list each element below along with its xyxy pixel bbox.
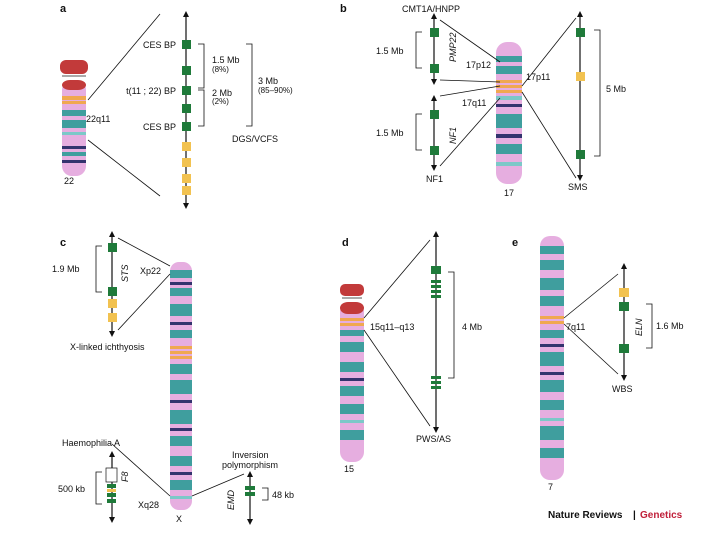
- lcr-green-block: [430, 146, 439, 155]
- panel-e-letter: e: [512, 237, 518, 249]
- dist-3mb: 3 Mb: [258, 76, 278, 86]
- gene-nf1: NF1: [448, 127, 458, 144]
- band-xq28: Xq28: [138, 500, 159, 510]
- dist-1-6mb: 1.6 Mb: [656, 321, 684, 331]
- gene-sts: STS: [120, 264, 130, 282]
- lcr-green-block: [576, 150, 585, 159]
- band-xp22: Xp22: [140, 266, 161, 276]
- inversion-label: Inversion: [232, 450, 269, 460]
- lcr-yellow-block: [182, 174, 191, 183]
- dist-emd: 48 kb: [272, 490, 294, 500]
- band-22q11: 22q11: [86, 114, 110, 124]
- chromosome-x: [170, 262, 192, 510]
- lcr-yellow-block: [182, 158, 191, 167]
- bracket-1-5mb: [198, 43, 205, 89]
- panel-a-blocks: [182, 40, 191, 195]
- band-17p11: 17p11: [526, 72, 550, 82]
- mark-ces-bp-bottom: CES BP: [143, 122, 176, 132]
- pws-as-label: PWS/AS: [416, 434, 451, 444]
- panel-e: e 7q11 7 1.6 Mb: [512, 236, 684, 492]
- lcr-yellow-block: [108, 313, 117, 322]
- wbs-label: WBS: [612, 384, 633, 394]
- polymorphism-label: polymorphism: [222, 460, 278, 470]
- mark-ces-bp-top: CES BP: [143, 40, 176, 50]
- credit-section: Genetics: [640, 510, 683, 521]
- bracket-3mb: [246, 43, 253, 127]
- panel-b-letter: b: [340, 3, 347, 15]
- syndrome-dgs-vcfs: DGS/VCFS: [232, 134, 278, 144]
- dist-4mb: 4 Mb: [462, 322, 482, 332]
- lcr-green-block: [431, 266, 441, 274]
- panel-d-letter: d: [342, 237, 349, 249]
- sms-label: SMS: [568, 182, 588, 192]
- chromosome-15-label: 15: [344, 464, 354, 474]
- panel-b: b CMT1A/HNPP 1.5 Mb PMP22 1.5 Mb NF1 NF1: [340, 3, 626, 198]
- band-17p12: 17p12: [466, 60, 491, 70]
- lcr-green-block: [576, 28, 585, 37]
- chromosome-17: [496, 42, 522, 184]
- dist-pmp22: 1.5 Mb: [376, 46, 404, 56]
- gene-pmp22: PMP22: [448, 32, 458, 62]
- chromosome-7-label: 7: [548, 482, 553, 492]
- band-7q11: 7q11: [566, 322, 585, 332]
- lcr-green-block: [619, 344, 629, 353]
- chromosome-x-label: X: [176, 514, 182, 524]
- dist-5mb: 5 Mb: [606, 84, 626, 94]
- gene-f8: F8: [120, 471, 130, 482]
- dist-f8: 500 kb: [58, 484, 85, 494]
- panel-a-letter: a: [60, 3, 67, 15]
- nf1-syndrome-label: NF1: [426, 174, 443, 184]
- chromosome-17-label: 17: [504, 188, 514, 198]
- lcr-yellow-block: [576, 72, 585, 81]
- dist-2mb-pct: (2%): [212, 97, 229, 106]
- lcr-green-block: [430, 110, 439, 119]
- mark-translocation-bp: t(11 ; 22) BP: [126, 86, 176, 96]
- lcr-yellow-block: [182, 186, 191, 195]
- panel-d: d 15q11–q13 15: [340, 231, 482, 474]
- panel-a: a 22q11 22: [60, 3, 293, 209]
- lcr-green-block: [182, 104, 191, 113]
- credit-journal: Nature Reviews: [548, 510, 623, 521]
- lcr-green-block: [182, 122, 191, 131]
- journal-credit: Nature Reviews | Genetics: [548, 510, 683, 521]
- chromosome-15: [340, 284, 364, 462]
- dist-3mb-pct: (85–90%): [258, 86, 293, 95]
- dist-1-5mb-pct: (8%): [212, 65, 229, 74]
- panel-c: c 1.9 Mb STS X-linked ichthyosis: [52, 231, 294, 525]
- panel-c-letter: c: [60, 237, 66, 249]
- band-17q11: 17q11: [462, 98, 486, 108]
- lcr-green-block: [108, 243, 117, 252]
- dist-1-5mb: 1.5 Mb: [212, 55, 240, 65]
- chromosome-22-label: 22: [64, 176, 74, 186]
- credit-separator: |: [633, 510, 636, 521]
- haemophilia-a-label: Haemophilia A: [62, 438, 120, 448]
- gene-emd: EMD: [226, 490, 236, 511]
- lcr-yellow-block: [182, 142, 191, 151]
- lcr-green-block: [182, 86, 191, 95]
- lcr-green-block: [430, 64, 439, 73]
- sts-syndrome-label: X-linked ichthyosis: [70, 342, 145, 352]
- cmt1a-hnpp-label: CMT1A/HNPP: [402, 4, 460, 14]
- dist-nf1: 1.5 Mb: [376, 128, 404, 138]
- lcr-green-block: [182, 40, 191, 49]
- lcr-yellow-block: [108, 299, 117, 308]
- band-15q11-q13: 15q11–q13: [370, 322, 414, 332]
- dist-2mb: 2 Mb: [212, 88, 232, 98]
- lcr-yellow-block: [619, 288, 629, 297]
- lcr-green-block: [430, 28, 439, 37]
- bracket-2mb: [198, 89, 205, 127]
- chromosome-7: [540, 236, 564, 480]
- lcr-green-block: [182, 66, 191, 75]
- lcr-green-block: [108, 287, 117, 296]
- chromosome-22: [60, 60, 88, 176]
- dist-sts: 1.9 Mb: [52, 264, 80, 274]
- lcr-green-block: [619, 302, 629, 311]
- gene-eln: ELN: [634, 318, 644, 336]
